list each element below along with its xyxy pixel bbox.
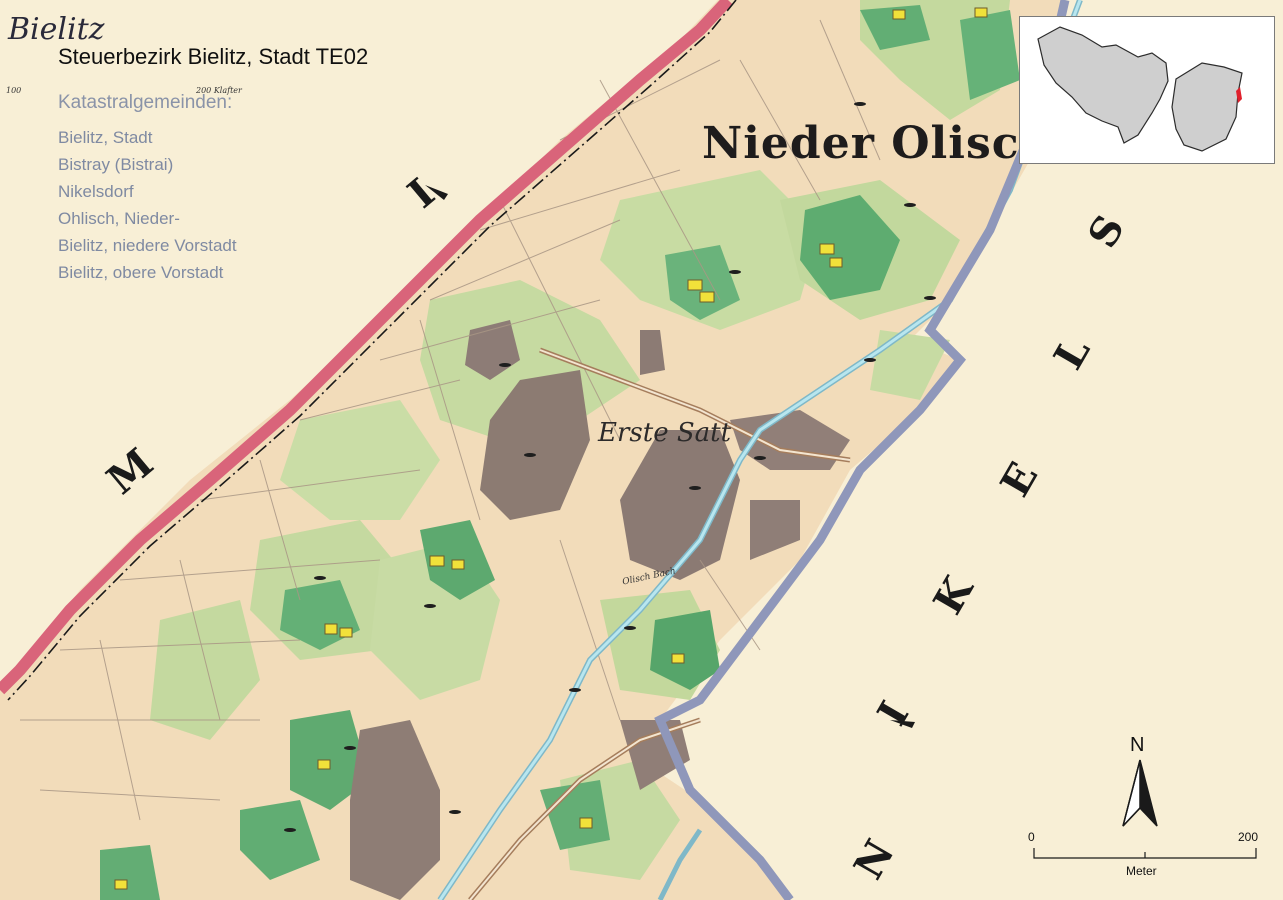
legend-list: Bielitz, Stadt Bistray (Bistrai) Nikelsd…: [58, 124, 237, 286]
garden-patch: [860, 5, 930, 50]
location-marker: [1236, 87, 1242, 103]
district-shape: [1171, 62, 1243, 152]
garden-patch: [960, 10, 1020, 100]
scale-zero-label: 0: [1028, 830, 1035, 844]
garden-patch: [540, 780, 610, 850]
north-label: N: [1130, 734, 1145, 756]
legend-item: Bielitz, niedere Vorstadt: [58, 236, 237, 255]
map-title: Steuerbezirk Bielitz, Stadt TE02: [58, 44, 369, 69]
historic-scale-left-label: 100: [6, 86, 22, 95]
garden-patch: [240, 800, 320, 880]
historic-scale-right-label: 200 Klafter: [196, 86, 242, 95]
forest-patch: [350, 720, 440, 900]
boundary-blue: [654, 0, 1070, 900]
locator-map-shapes: [1037, 26, 1243, 152]
garden-patch: [800, 195, 900, 300]
forest-patch: [480, 370, 590, 520]
legend-item: Bielitz, obere Vorstadt: [58, 263, 224, 282]
meadow-patch: [420, 280, 640, 440]
scale-max-label: 200: [1238, 830, 1259, 844]
boundary-pink: [0, 0, 733, 695]
field-name-label: Erste Satt: [598, 418, 732, 448]
garden-patch: [100, 845, 160, 900]
place-name-label: Nieder Olisch: [702, 118, 1053, 169]
meadow-patch: [280, 400, 440, 520]
forest-patch: [640, 330, 665, 375]
district-shape: [1037, 26, 1169, 144]
legend-item: Nikelsdorf: [58, 182, 134, 201]
meadow-patch: [870, 330, 950, 400]
meadow-patch: [150, 600, 260, 740]
scale-unit-label: Meter: [1126, 864, 1157, 878]
forest-patch: [750, 500, 800, 560]
north-arrow-icon: [1122, 759, 1158, 827]
historic-map-title: Bielitz: [8, 12, 105, 47]
forest-patch: [620, 430, 740, 580]
legend-item: Bistray (Bistrai): [58, 155, 174, 174]
locator-inset-map: [1019, 16, 1275, 164]
legend-item: Ohlisch, Nieder-: [58, 209, 180, 228]
scale-bar: [1033, 848, 1257, 859]
legend-item: Bielitz, Stadt: [58, 128, 153, 147]
garden-patch: [650, 610, 720, 690]
forest-patch: [620, 720, 690, 790]
legend-heading: Katastralgemeinden:: [58, 92, 233, 113]
